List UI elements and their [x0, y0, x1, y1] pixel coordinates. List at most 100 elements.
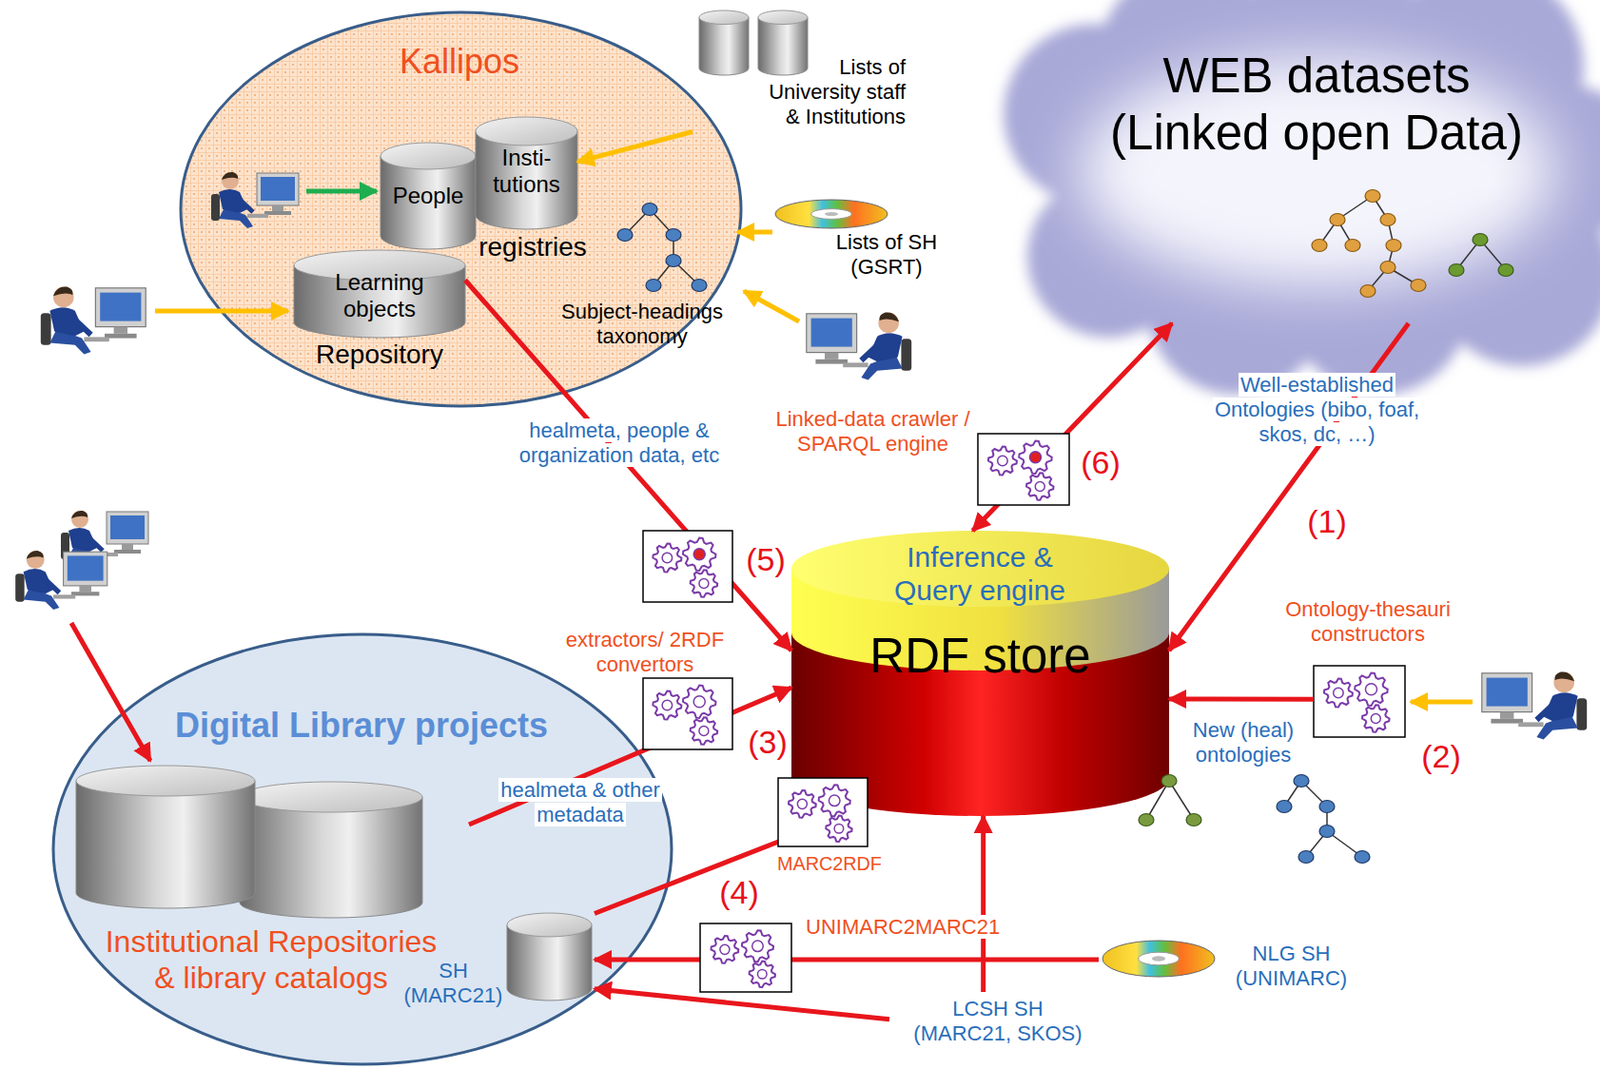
- tree-icon: [1311, 190, 1426, 298]
- gear-frame: [643, 678, 733, 750]
- head: [878, 312, 899, 334]
- monitor-base: [264, 211, 292, 215]
- node-label: Lists of SH (GSRT): [810, 230, 963, 280]
- region-outline: [180, 12, 742, 407]
- gear: [690, 569, 719, 598]
- tree-node: [1329, 214, 1346, 227]
- gear-hub: [720, 944, 730, 955]
- connector: [594, 956, 1099, 962]
- label-box: (6): [1076, 443, 1125, 482]
- user-icon: [806, 312, 912, 380]
- head: [221, 172, 239, 190]
- node-label: Repository: [293, 338, 466, 371]
- annotation: New (heal) ontologies: [1190, 718, 1296, 767]
- tree-node: [1498, 264, 1514, 277]
- edge-label: Well-established Ontologies (bibo, foaf,…: [1212, 372, 1422, 447]
- tree-node: [1410, 279, 1426, 293]
- cylinder-body: [239, 797, 423, 918]
- annotation: extractors/ 2RDF convertors: [564, 627, 726, 677]
- gear-hub: [1370, 714, 1381, 724]
- monitor-stand: [824, 352, 839, 360]
- node-label: Kallipos: [364, 41, 555, 82]
- label-box: (1): [1305, 502, 1349, 541]
- callout-number: (1): [1305, 503, 1349, 540]
- input-arrow: [1410, 700, 1473, 705]
- gear-hub: [757, 969, 767, 979]
- gear-hub: [699, 726, 709, 737]
- monitor: [95, 288, 146, 328]
- keyboard: [53, 594, 76, 599]
- label-box: MARC2RDF: [772, 853, 887, 876]
- arm: [70, 315, 92, 335]
- node-label: Subject-headings taxonomy: [546, 299, 738, 350]
- gear-hub: [834, 823, 844, 834]
- head: [53, 287, 75, 309]
- gear: [1018, 441, 1053, 475]
- node-label: RDF store: [791, 627, 1170, 685]
- tree-node: [642, 203, 658, 216]
- input-arrow: [743, 291, 800, 322]
- cylinder-body: [76, 780, 255, 909]
- tree-node: [617, 229, 633, 242]
- screen: [1486, 678, 1528, 707]
- head: [1553, 672, 1575, 694]
- label-box: registries: [466, 231, 600, 263]
- cylinder-top: [76, 765, 255, 797]
- cylinder-top: [475, 117, 578, 146]
- callout-number: (4): [717, 874, 761, 911]
- connector: [980, 816, 986, 993]
- node-label: Lists of University staff & Institutions: [758, 55, 906, 130]
- monitor: [1482, 673, 1533, 713]
- digital-library-ellipse: Digital Library projectsInstitutional Re…: [51, 632, 674, 1067]
- web-cloud: WEB datasets (Linked open Data): [1036, 0, 1600, 324]
- tree-node: [1365, 190, 1381, 203]
- annotation: registries: [476, 232, 589, 262]
- connector: [737, 230, 773, 235]
- label-box: (5): [741, 540, 790, 579]
- gear-frame: [643, 530, 733, 603]
- region-outline: [53, 634, 672, 1065]
- taxonomy-tree: Subject-headings taxonomy: [546, 198, 738, 361]
- keyboard: [247, 214, 269, 218]
- monitor-base: [114, 549, 141, 554]
- cylinder-top: [380, 142, 476, 170]
- label-box: Linked-data crawler / SPARQL engine: [765, 407, 980, 457]
- gear-hub: [699, 579, 709, 589]
- gear-hub: [1029, 451, 1041, 464]
- gear: [652, 544, 682, 573]
- tree-icon: [1448, 234, 1514, 277]
- monitor: [256, 173, 299, 206]
- gear-hub: [752, 940, 764, 953]
- gear: [690, 717, 719, 745]
- cylinder-body: [380, 156, 476, 250]
- head: [71, 510, 89, 528]
- node-label: Digital Library projects: [123, 705, 600, 746]
- screen: [260, 176, 295, 201]
- gear-hub: [662, 700, 673, 711]
- node-label: SH (MARC21): [399, 958, 508, 1009]
- gear: [741, 930, 774, 962]
- edge-label: UNIMARC2MARC21: [803, 915, 1002, 939]
- registry-cylinder: Insti- tutions: [475, 117, 578, 230]
- tree-node: [1319, 825, 1335, 839]
- disc-hole: [824, 212, 839, 216]
- hair: [71, 510, 88, 519]
- gear-box: [700, 923, 792, 993]
- annotation: Linked-data crawler / SPARQL engine: [773, 407, 972, 456]
- label-box: (2): [1419, 737, 1464, 776]
- input-arrow: [155, 309, 289, 314]
- repository-cylinders: Institutional Repositories & library cat…: [45, 760, 469, 1011]
- node-label: Learning objects: [302, 269, 457, 324]
- gear-hub: [1333, 687, 1345, 699]
- monitor: [106, 511, 149, 545]
- gear-box: [977, 433, 1070, 506]
- tree-node: [1380, 214, 1396, 227]
- gear: [819, 784, 851, 817]
- disc: [1102, 940, 1215, 977]
- sh-cylinder: SH (MARC21): [399, 908, 595, 1014]
- chair: [900, 338, 912, 371]
- gear: [788, 790, 817, 819]
- tree-node: [1186, 814, 1202, 827]
